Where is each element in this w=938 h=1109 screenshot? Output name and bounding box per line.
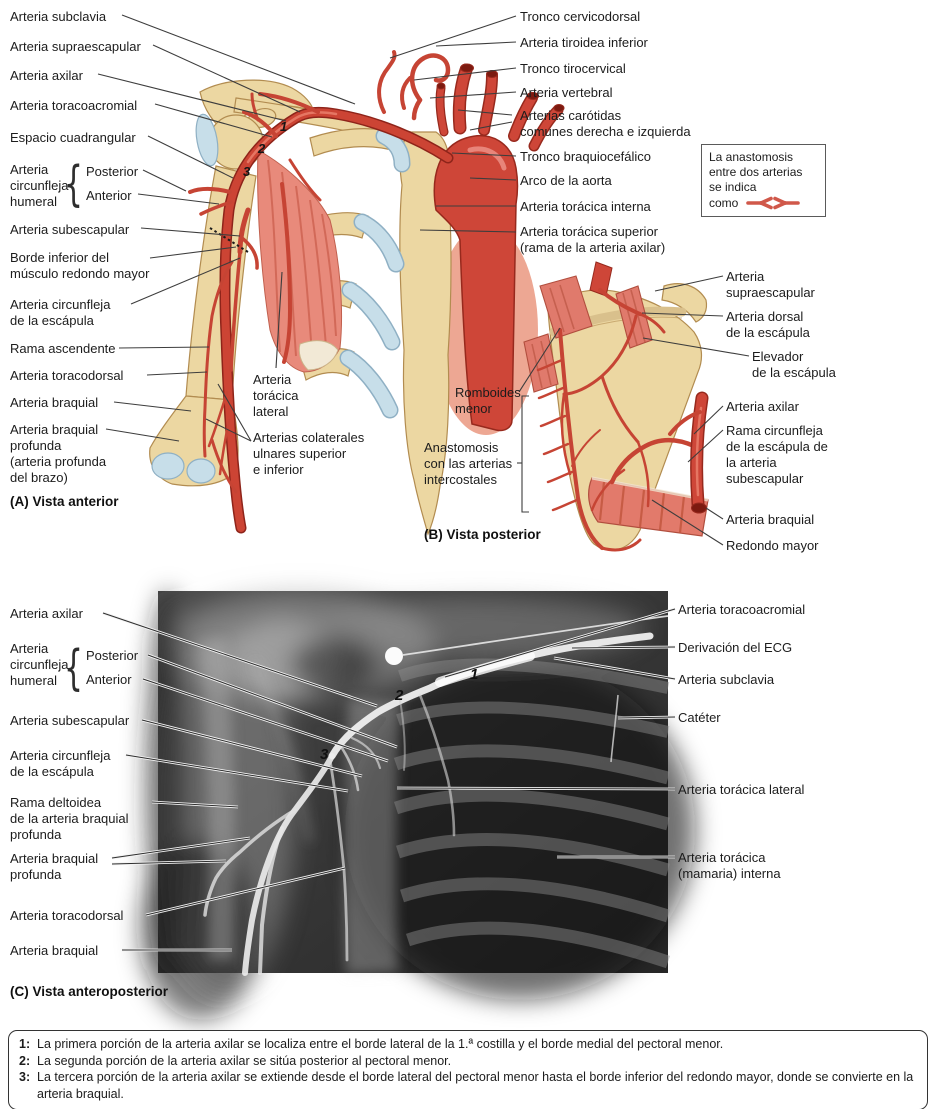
label-a-vertebral: Arteria vertebral <box>520 85 613 100</box>
label-a-arco-aorta: Arco de la aorta <box>520 173 612 188</box>
label-a-toracodorsal: Arteria toracodorsal <box>10 368 124 383</box>
label-a-toracica-superior: Arteria torácica superior (rama de la ar… <box>520 224 666 255</box>
label-c-toracica-interna: Arteria torácica (mamaria) interna <box>678 850 781 881</box>
brace-icon: { <box>64 640 83 696</box>
legend-line: se indica <box>709 180 757 194</box>
label-c-derivacion-ecg: Derivación del ECG <box>678 640 793 655</box>
label-b-braquial: Arteria braquial <box>726 512 815 527</box>
label-b-romboides-menor: Romboides menor <box>455 385 521 416</box>
label-c-toracodorsal: Arteria toracodorsal <box>10 908 124 923</box>
label-a-subclavia: Arteria subclavia <box>10 9 107 24</box>
label-a-supraescapular: Arteria supraescapular <box>10 39 141 54</box>
label-a-anterior: Anterior <box>86 188 132 203</box>
label-a-braquial: Arteria braquial <box>10 395 99 410</box>
label-a-tiroidea-inferior: Arteria tiroidea inferior <box>520 35 648 50</box>
label-c-subclavia: Arteria subclavia <box>678 672 775 687</box>
note-2: 2:La segunda porción de la arteria axila… <box>19 1053 452 1068</box>
label-b-redondo-mayor: Redondo mayor <box>726 538 819 553</box>
brace-icon: { <box>64 156 83 212</box>
label-a-borde-inferior: Borde inferior del músculo redondo mayor <box>10 250 150 281</box>
label-a-tronco-cervicodorsal: Tronco cervicodorsal <box>520 9 641 24</box>
marker-a-1: 1 <box>280 119 288 134</box>
label-c-braquial-profunda: Arteria braquial profunda <box>10 851 99 882</box>
panel-b-illustration <box>523 261 709 552</box>
marker-c-3: 3 <box>320 746 329 763</box>
leader-lines-ab <box>97 14 750 546</box>
label-b-supraescapular: Arteria supraescapular <box>726 269 815 300</box>
label-a-toracica-interna: Arteria torácica interna <box>520 199 651 214</box>
note-3: 3:La tercera porción de la arteria axila… <box>19 1070 914 1101</box>
panel-a-title: (A) Vista anterior <box>10 494 119 509</box>
label-a-subescapular: Arteria subescapular <box>10 222 130 237</box>
marker-a-3: 3 <box>243 164 251 179</box>
panel-a-illustration <box>149 50 565 536</box>
label-c-posterior: Posterior <box>86 648 139 663</box>
label-a-colaterales-ulnares: Arterias colaterales ulnares superior e … <box>253 430 365 477</box>
label-c-toracoacromial: Arteria toracoacromial <box>678 602 806 617</box>
label-a-espacio-cuadrangular: Espacio cuadrangular <box>10 130 136 145</box>
label-b-axilar: Arteria axilar <box>726 399 799 414</box>
label-a-circunfleja-humeral: Arteria circunfleja humeral <box>10 162 69 209</box>
label-c-toracica-lateral: Arteria torácica lateral <box>678 782 805 797</box>
label-a-carotidas: Arterias carótidas comunes derecha e izq… <box>520 108 691 139</box>
label-c-subescapular: Arteria subescapular <box>10 713 130 728</box>
marker-a-2: 2 <box>258 141 266 156</box>
label-c-rama-deltoidea: Rama deltoidea de la arteria braquial pr… <box>10 795 129 842</box>
panel-c-title: (C) Vista anteroposterior <box>10 984 169 999</box>
label-c-circunfleja-escapula: Arteria circunfleja de la escápula <box>10 748 111 779</box>
label-c-circunfleja-humeral: Arteria circunfleja humeral <box>10 641 69 688</box>
label-c-braquial: Arteria braquial <box>10 943 99 958</box>
legend-line: entre dos arterias <box>709 165 803 179</box>
label-a-axilar: Arteria axilar <box>10 68 83 83</box>
label-a-braquial-profunda: Arteria braquial profunda (arteria profu… <box>10 422 107 485</box>
label-a-toracoacromial: Arteria toracoacromial <box>10 98 138 113</box>
note-1: 1:La primera porción de la arteria axila… <box>19 1037 724 1051</box>
legend-line: La anastomosis <box>709 150 794 164</box>
legend-line: como <box>709 195 739 210</box>
anastomosis-symbol-icon <box>746 196 801 210</box>
label-c-cateter: Catéter <box>678 710 721 725</box>
label-b-rama-circunfleja: Rama circunfleja de la escápula de la ar… <box>726 423 828 486</box>
label-a-tronco-tirocervical: Tronco tirocervical <box>520 61 626 76</box>
label-a-circunfleja-escapula: Arteria circunfleja de la escápula <box>10 297 111 328</box>
label-b-anastomosis-intercostales: Anastomosis con las arterias intercostal… <box>424 440 513 487</box>
marker-c-1: 1 <box>470 666 479 683</box>
label-c-axilar: Arteria axilar <box>10 606 83 621</box>
leader-lines-c <box>102 607 676 952</box>
label-c-anterior: Anterior <box>86 672 132 687</box>
label-a-rama-ascendente: Rama ascendente <box>10 341 116 356</box>
label-b-elevador-escapula: Elevador de la escápula <box>752 349 836 380</box>
label-b-dorsal-escapula: Arteria dorsal de la escápula <box>726 309 810 340</box>
panel-b-title: (B) Vista posterior <box>424 527 541 542</box>
axillary-portions-notes-box: 1:La primera porción de la arteria axila… <box>8 1030 928 1109</box>
marker-c-2: 2 <box>395 687 404 704</box>
label-a-toracica-lateral: Arteria torácica lateral <box>253 372 299 419</box>
anastomosis-legend-box: La anastomosis entre dos arterias se ind… <box>701 144 826 217</box>
label-a-posterior: Posterior <box>86 164 139 179</box>
label-a-tronco-braquiocefalico: Tronco braquiocefálico <box>520 149 652 164</box>
